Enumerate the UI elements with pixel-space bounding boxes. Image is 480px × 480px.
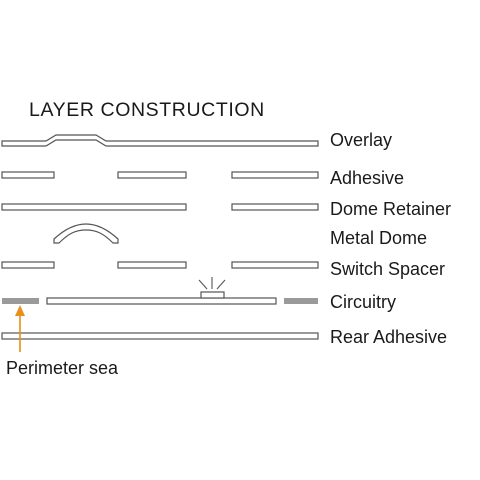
- switch-spacer-layer-right: [231, 261, 319, 269]
- diagram-title: LAYER CONSTRUCTION: [29, 99, 265, 121]
- adhesive-layer-left: [1, 171, 55, 179]
- overlay-layer: [1, 134, 319, 147]
- layer-label-circuitry: Circuitry: [330, 292, 396, 312]
- circuit-contact-pad: [200, 291, 225, 299]
- layer-label-overlay: Overlay: [330, 130, 393, 150]
- perimeter-seal-callout: Perimeter sea: [6, 358, 119, 378]
- rear-adhesive-layer: [1, 332, 319, 340]
- layer-label-dome-retainer: Dome Retainer: [330, 199, 452, 219]
- contact-spark-icon: [198, 277, 226, 290]
- circuitry-layer: [46, 297, 277, 305]
- perimeter-seal-right: [284, 298, 318, 304]
- dome-retainer-layer-left: [1, 203, 187, 211]
- callout-arrow-icon: [15, 305, 25, 352]
- metal-dome: [53, 223, 119, 244]
- layer-label-switch-spacer: Switch Spacer: [330, 259, 446, 279]
- adhesive-layer-right: [231, 171, 319, 179]
- layer-label-adhesive: Adhesive: [330, 168, 405, 188]
- dome-retainer-layer-right: [231, 203, 319, 211]
- switch-spacer-layer-left: [1, 261, 55, 269]
- perimeter-seal-left: [2, 298, 39, 304]
- layer-label-rear-adhesive: Rear Adhesive: [330, 327, 448, 347]
- layer-label-metal-dome: Metal Dome: [330, 228, 428, 248]
- switch-spacer-layer-center: [117, 261, 187, 269]
- adhesive-layer-center: [117, 171, 187, 179]
